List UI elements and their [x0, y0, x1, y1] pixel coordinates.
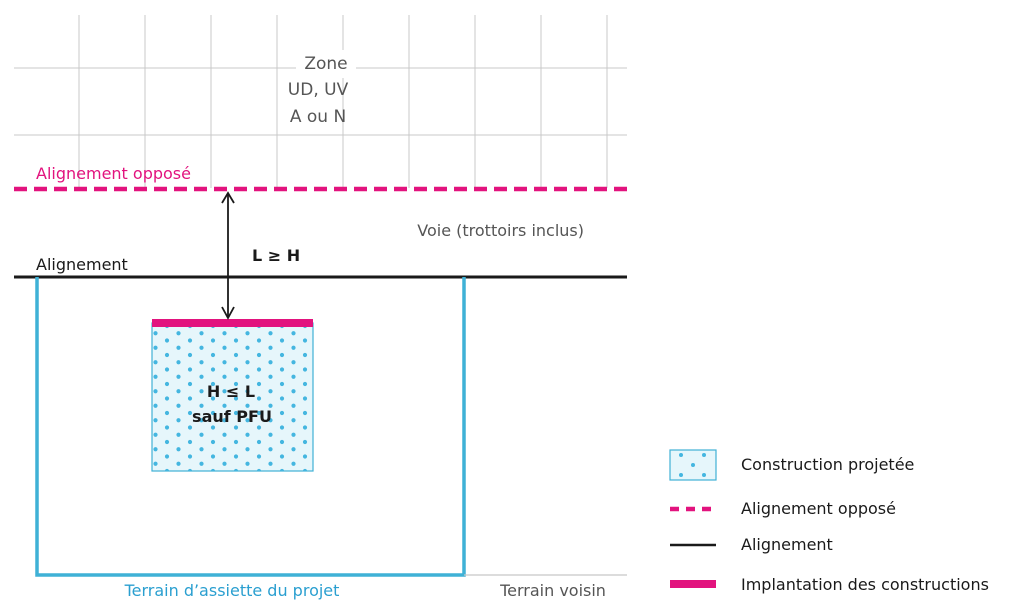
- implantation-bar: [152, 319, 313, 327]
- alignment-label: Alignement: [36, 255, 128, 274]
- plot-label: Terrain d’assiette du projet: [124, 581, 340, 600]
- legend-implantation-label: Implantation des constructions: [741, 575, 989, 594]
- construction-dot-pattern: [152, 323, 313, 471]
- plot-boundary: [35, 277, 466, 577]
- legend-construction-swatch: [669, 449, 717, 481]
- legend-alignment-label: Alignement: [741, 535, 833, 554]
- zone-label-line3: A ou N: [290, 107, 346, 127]
- legend-construction-label: Construction projetée: [741, 455, 914, 474]
- legend: Construction projetée Alignement opposé …: [669, 449, 989, 594]
- road-label: Voie (trottoirs inclus): [417, 221, 584, 240]
- opposite-alignment-label: Alignement opposé: [36, 164, 191, 183]
- zone-label-line1: Zone: [304, 54, 347, 74]
- zone-label-backdrop: [296, 50, 356, 78]
- zone-label-line2: UD, UV: [288, 80, 349, 100]
- distance-arrow: [221, 191, 235, 320]
- legend-implantation-swatch: [670, 580, 716, 588]
- building-label-line2: sauf PFU: [192, 407, 272, 426]
- zone-grid: [14, 15, 627, 188]
- neighbour-label: Terrain voisin: [499, 581, 606, 600]
- distance-label: L ≥ H: [252, 246, 300, 265]
- building-label-line1: H ≤ L: [207, 382, 255, 401]
- legend-opposite-alignment-label: Alignement opposé: [741, 499, 896, 518]
